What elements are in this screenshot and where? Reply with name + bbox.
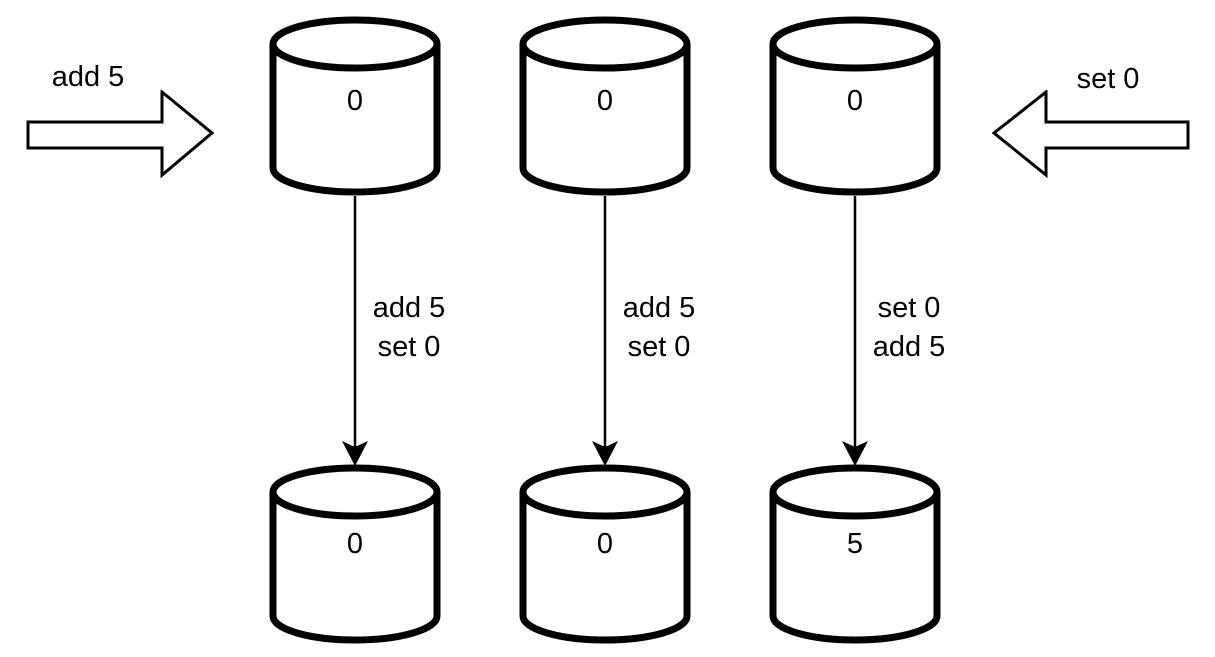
op-line-1: add 5 (622, 292, 696, 324)
database-cylinder-icon (519, 16, 691, 196)
op-line-2: set 0 (377, 331, 441, 363)
replica-column-3: 0 set 0 add 5 5 (768, 0, 945, 657)
replication-arrow-icon (592, 196, 618, 466)
op-order-label: add 5 set 0 (366, 289, 452, 367)
op-order-label: set 0 add 5 (866, 289, 952, 367)
database-cylinder-icon (519, 464, 691, 644)
left-block-arrow-icon (992, 90, 1190, 179)
db-initial-value: 0 (846, 85, 864, 117)
db-final-value: 0 (346, 528, 364, 560)
op-order-label: add 5 set 0 (616, 289, 702, 367)
replication-arrow-icon (342, 196, 368, 466)
replica-column-2: 0 add 5 set 0 0 (518, 0, 695, 657)
incoming-op-left-label: add 5 (51, 61, 125, 93)
database-cylinder-icon (269, 16, 441, 196)
right-block-arrow-icon (26, 90, 215, 179)
incoming-op-right-label: set 0 (1076, 63, 1140, 95)
db-final-value: 0 (596, 528, 614, 560)
op-line-1: add 5 (372, 292, 446, 324)
database-cylinder-icon (769, 16, 941, 196)
replication-arrow-icon (842, 196, 868, 466)
db-final-value: 5 (846, 528, 864, 560)
db-initial-value: 0 (596, 85, 614, 117)
replica-column-1: 0 add 5 set 0 0 (268, 0, 445, 657)
database-cylinder-icon (769, 464, 941, 644)
database-cylinder-icon (269, 464, 441, 644)
db-initial-value: 0 (346, 85, 364, 117)
op-line-2: add 5 (872, 331, 946, 363)
op-line-2: set 0 (627, 331, 691, 363)
op-line-1: set 0 (877, 292, 941, 324)
